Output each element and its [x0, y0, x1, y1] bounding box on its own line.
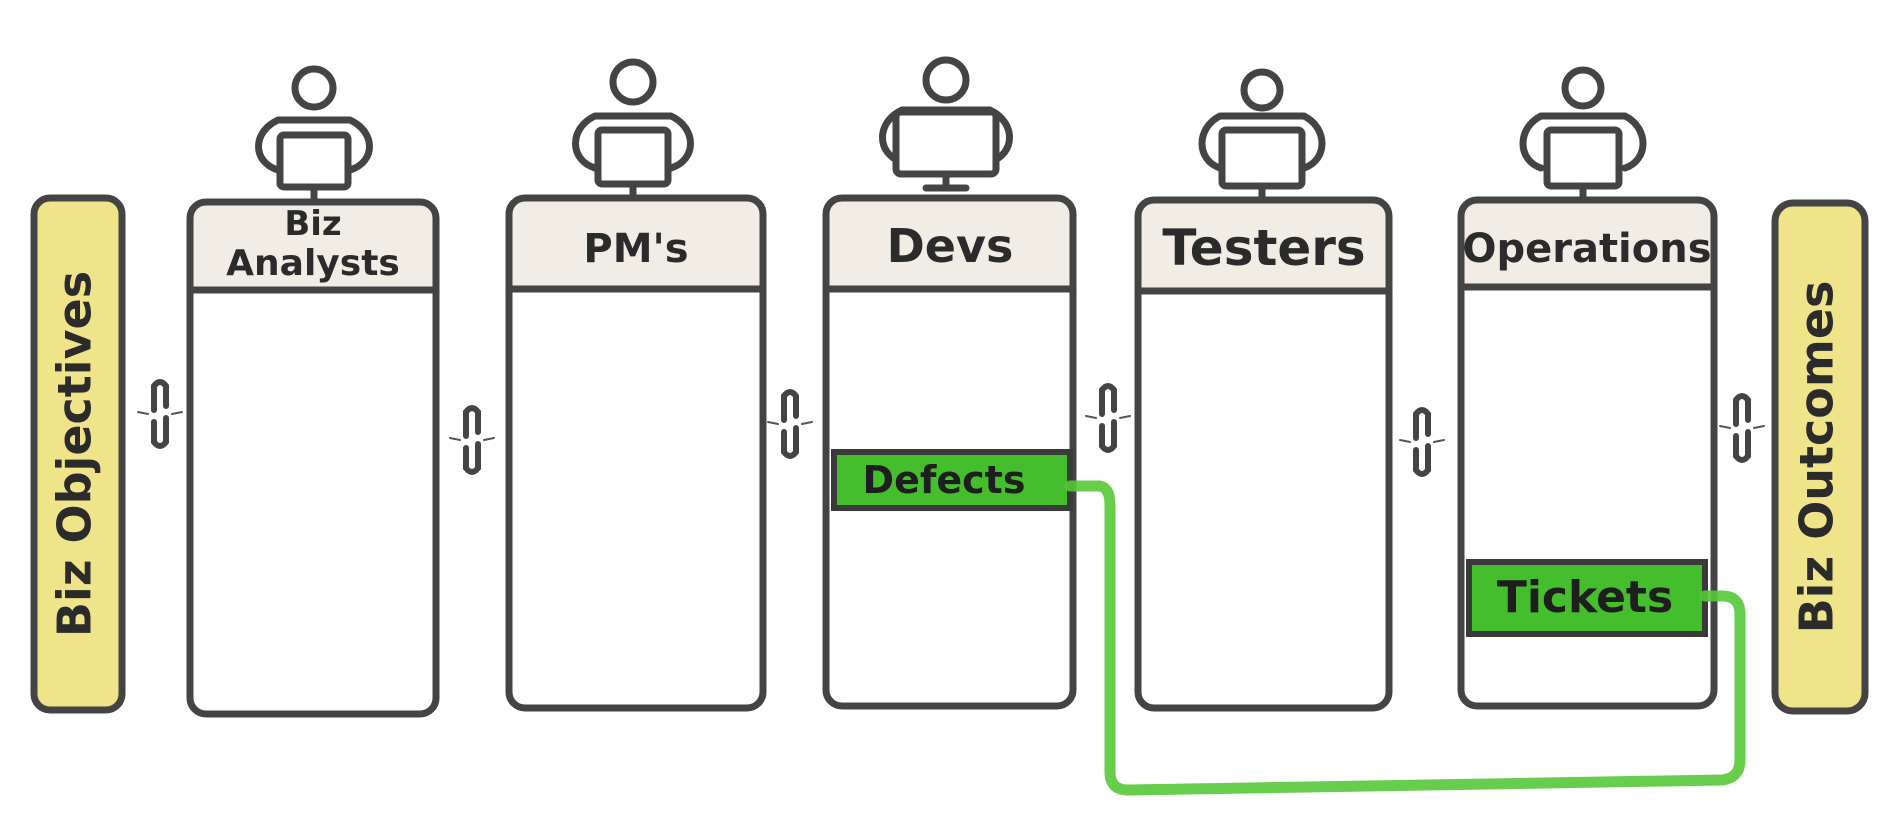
- link-icon: [449, 405, 495, 475]
- person-at-laptop-icon: [572, 58, 694, 202]
- column-operations: Operations Tickets: [1457, 66, 1718, 710]
- defects-label: Defects: [863, 458, 1026, 502]
- link-icon: [767, 389, 813, 459]
- column-title-line: Biz: [284, 204, 341, 244]
- column-title-line: PM's: [583, 226, 688, 272]
- column-devs: Devs Defects: [822, 56, 1077, 710]
- link-icon: [1085, 383, 1131, 453]
- person-at-laptop-icon: [879, 56, 1013, 192]
- column-title-line: Testers: [1162, 219, 1365, 277]
- defects-band: Defects: [831, 449, 1073, 511]
- biz-objectives-bar: Biz Objectives: [30, 194, 126, 714]
- person-at-laptop-icon: [1198, 68, 1326, 204]
- person-at-laptop-icon: [1519, 66, 1647, 204]
- feedback-loop-line: [1064, 480, 1746, 796]
- column-title-line: Analysts: [226, 243, 400, 284]
- column-pms: PM's: [505, 58, 767, 712]
- link-icon: [1399, 407, 1445, 477]
- column-biz-analysts: Biz Analysts: [186, 65, 440, 718]
- tickets-label: Tickets: [1497, 572, 1673, 623]
- biz-objectives-label: Biz Objectives: [48, 271, 102, 637]
- link-icon: [1719, 393, 1765, 463]
- tickets-band: Tickets: [1466, 559, 1708, 637]
- biz-outcomes-label: Biz Outcomes: [1790, 281, 1844, 634]
- column-testers: Testers: [1134, 68, 1393, 712]
- person-at-laptop-icon: [255, 65, 373, 206]
- biz-outcomes-bar: Biz Outcomes: [1771, 199, 1869, 715]
- link-icon: [137, 379, 183, 449]
- column-title-line: Devs: [887, 219, 1014, 273]
- column-title-line: Operations: [1462, 226, 1711, 272]
